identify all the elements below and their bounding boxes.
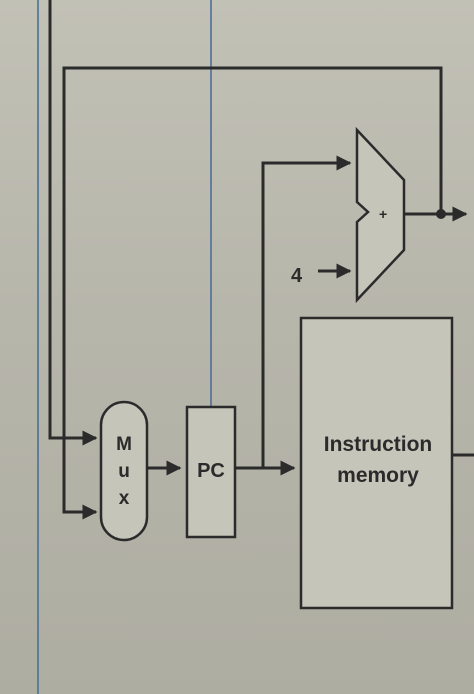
- junction-dot: [436, 209, 446, 219]
- mux-label-x: x: [119, 488, 130, 509]
- pc-to-adder-wire: [261, 155, 352, 468]
- pc-plus-4-feedback-wire: [62, 66, 443, 520]
- instruction-memory: [299, 316, 454, 610]
- mux-label-u: u: [118, 461, 130, 482]
- adder-symbol: +: [379, 206, 387, 222]
- mux-unit: [99, 400, 149, 542]
- mux-label-m: M: [116, 434, 132, 455]
- memory-label-line2: memory: [337, 464, 419, 487]
- memory-label-line1: Instruction: [324, 433, 433, 456]
- constant-4-label: 4: [291, 265, 303, 287]
- pc-register: [185, 405, 237, 539]
- pc-label: PC: [197, 460, 225, 482]
- adder-unit: [355, 126, 406, 304]
- branch-target-wire: [48, 0, 98, 446]
